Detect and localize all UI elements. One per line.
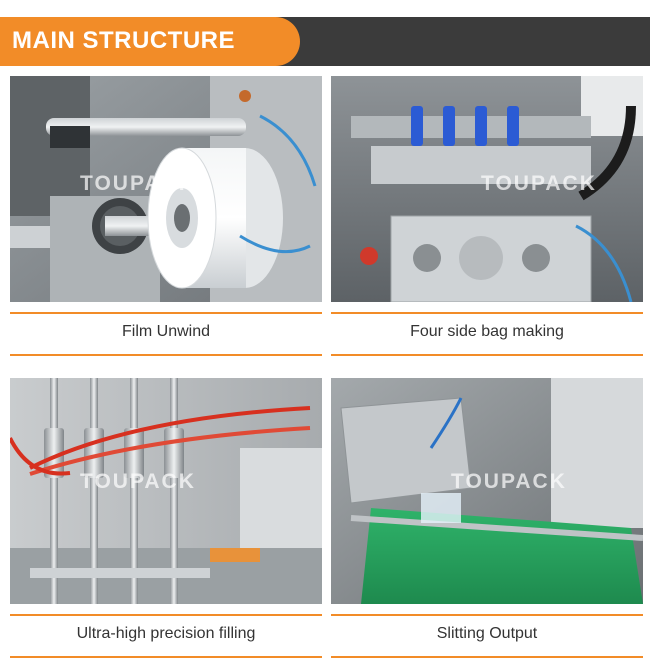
photo-slitting-output: TOUPACK [331, 378, 643, 604]
watermark-toupack-4: TOUPACK [451, 470, 567, 493]
watermark-toupack-1: TOUPACK [80, 172, 196, 195]
section-title: MAIN STRUCTURE [12, 27, 235, 54]
caption-slitting-output: Slitting Output [331, 614, 643, 658]
section-header: MAIN STRUCTURE [0, 17, 650, 66]
caption-precision-filling: Ultra-high precision filling [10, 614, 322, 658]
caption-four-side-bag-making: Four side bag making [331, 312, 643, 356]
section-header-tab: MAIN STRUCTURE [0, 17, 300, 66]
caption-slitting-output-label: Slitting Output [436, 625, 538, 642]
caption-four-side-bag-making-label: Four side bag making [410, 323, 564, 340]
photo-precision-filling: TOUPACK [10, 378, 322, 604]
watermark-toupack-2: TOUPACK [481, 172, 597, 195]
photo-four-side-bag-making: TOUPACK [331, 76, 643, 302]
caption-precision-filling-label: Ultra-high precision filling [76, 625, 256, 642]
caption-film-unwind-label: Film Unwind [121, 323, 210, 340]
photo-film-unwind: TOUPACK [10, 76, 322, 302]
caption-film-unwind: Film Unwind [10, 312, 322, 356]
watermark-toupack-3: TOUPACK [80, 470, 196, 493]
